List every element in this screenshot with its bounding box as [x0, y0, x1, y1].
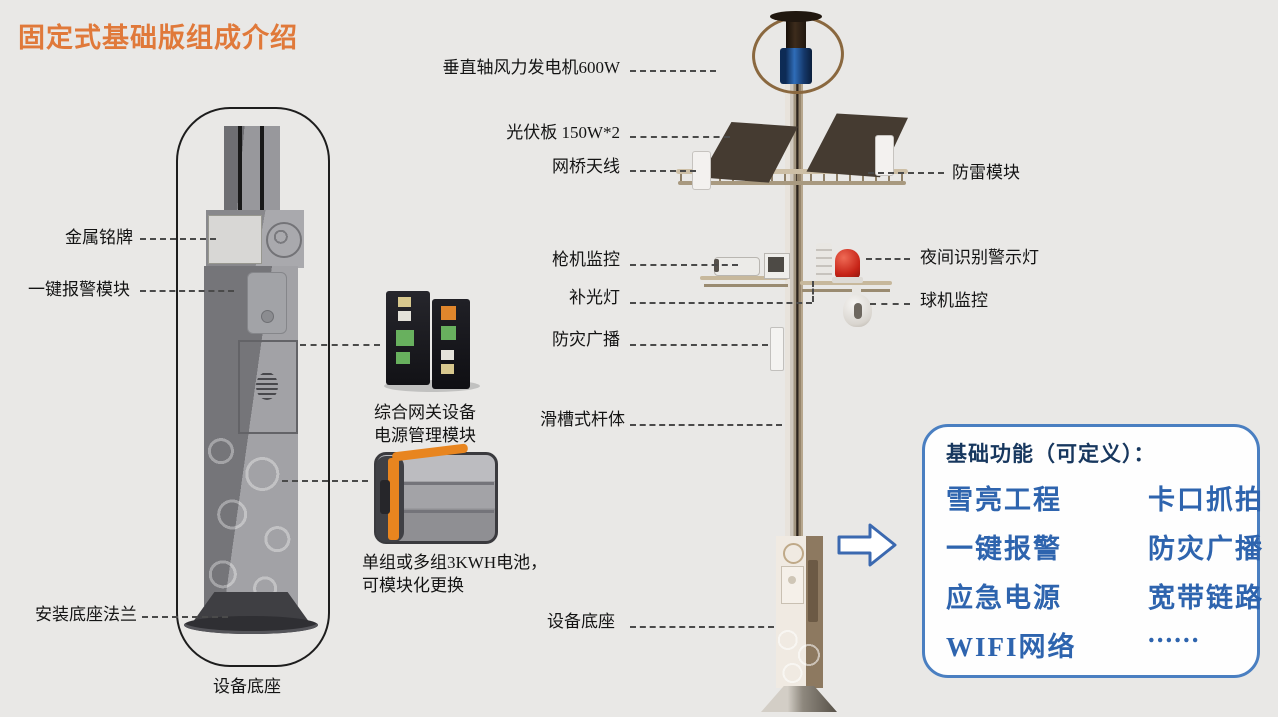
battery-strap-front	[388, 458, 399, 540]
battery-caption-line2: 可模块化更换	[362, 576, 464, 595]
bollard-base-caption: 设备底座	[213, 677, 281, 696]
bollard-post-groove	[238, 126, 242, 218]
gateway-leader	[300, 344, 380, 346]
fill-light-leader	[630, 302, 812, 304]
solar-rail-ticks	[680, 174, 904, 182]
metal-nameplate	[208, 215, 262, 264]
solar-label: 光伏板 150W*2	[506, 123, 620, 142]
camera-arm-right	[800, 281, 892, 285]
nameplate-label: 金属铭牌	[65, 228, 133, 247]
function-item: 一键报警	[946, 534, 1062, 564]
fill-light-label: 补光灯	[569, 288, 620, 307]
bullet-camera	[714, 257, 760, 276]
ethernet-port	[441, 350, 454, 360]
ethernet-port	[398, 311, 411, 321]
flange-leader	[142, 616, 228, 618]
bullet-leader	[630, 264, 738, 266]
alarm-leader	[140, 290, 234, 292]
wind-turbine-generator	[780, 48, 812, 84]
wind-turbine-cap	[770, 11, 822, 22]
battery-rib	[392, 510, 494, 513]
function-item: 卡口抓拍	[1148, 485, 1264, 515]
nameplate-leader	[140, 238, 216, 240]
flange-label: 安装底座法兰	[35, 605, 137, 624]
dome-leader	[870, 303, 910, 305]
function-item: 应急电源	[946, 583, 1062, 613]
bridge-leader	[630, 170, 696, 172]
bollard-top-post	[224, 126, 280, 218]
pole-body-label: 滑槽式杆体	[540, 410, 625, 429]
function-item: 雪亮工程	[946, 485, 1062, 515]
night-light-label: 夜间识别警示灯	[920, 248, 1039, 267]
camera-arm-right-lower	[802, 289, 890, 292]
terminal-block	[441, 326, 456, 340]
gateway-caption-line1: 综合网关设备	[374, 403, 476, 422]
warning-beacon-base	[832, 277, 863, 283]
camera-arm-left-lower	[704, 284, 788, 287]
solar-rail-bottom	[678, 181, 906, 185]
broadcast-speaker	[770, 327, 784, 371]
bridge-label: 网桥天线	[552, 157, 620, 176]
battery-caption-line1: 单组或多组3KWH电池，	[362, 553, 548, 572]
bollard-outline	[176, 107, 330, 667]
warning-beacon-dome	[835, 249, 860, 278]
speaker-grille	[256, 372, 278, 400]
solar-leader	[630, 136, 730, 138]
base-cabinet-side-door	[808, 560, 818, 622]
base-cabinet-swirl	[776, 628, 823, 688]
dome-camera-bracket	[852, 285, 861, 296]
bollard-base-plate	[184, 616, 318, 634]
terminal-block	[441, 306, 456, 320]
function-item: ......	[1148, 618, 1201, 648]
pole-shaft	[785, 82, 803, 544]
base-cabinet-emblem	[783, 543, 804, 564]
terminal-block	[396, 352, 410, 364]
functions-box-header: 基础功能（可定义）：	[946, 442, 1156, 466]
functions-box	[922, 424, 1260, 678]
bullet-label: 枪机监控	[552, 250, 620, 269]
ethernet-port	[398, 297, 411, 307]
broadcast-leader	[630, 344, 768, 346]
wind-label: 垂直轴风力发电机600W	[442, 58, 620, 77]
base-cabinet-button	[788, 576, 796, 584]
arrow-right-icon	[836, 520, 898, 570]
wind-turbine-shaft	[786, 16, 806, 52]
camera-arm-left	[700, 276, 788, 280]
bridge-antenna-right	[875, 135, 894, 176]
pole-base-label: 设备底座	[547, 612, 615, 631]
dome-label: 球机监控	[920, 291, 988, 310]
battery-latch	[380, 480, 390, 514]
gateway-caption-line2: 电源管理模块	[374, 426, 476, 445]
solar-rail-top	[676, 169, 908, 174]
fill-light-face	[768, 257, 784, 272]
base-skirt	[761, 686, 837, 712]
alarm-button	[261, 310, 274, 323]
fill-light-leader-vertical	[812, 281, 814, 302]
wind-leader	[630, 70, 716, 72]
lightning-leader	[868, 172, 944, 174]
terminal-block	[396, 330, 414, 346]
pole-base-leader	[630, 626, 774, 628]
lightning-label: 防雷模块	[952, 163, 1020, 182]
page-title: 固定式基础版组成介绍	[18, 23, 298, 53]
bollard-emblem	[266, 222, 302, 258]
bollard-post-groove	[260, 126, 264, 218]
night-light-leader	[866, 258, 910, 260]
alarm-label: 一键报警模块	[28, 280, 130, 299]
speaker-panel	[238, 340, 298, 434]
sensor-stack	[816, 243, 832, 281]
battery-leader	[282, 480, 368, 482]
function-item: 防灾广播	[1148, 534, 1264, 564]
bollard-swirl-pattern	[204, 430, 298, 606]
ethernet-port	[441, 364, 454, 374]
dome-camera-lens	[854, 303, 862, 319]
broadcast-label: 防灾广播	[552, 330, 620, 349]
battery-rib	[392, 482, 494, 485]
function-item: 宽带链路	[1148, 583, 1264, 613]
base-cabinet-panel	[781, 566, 804, 604]
pole-body-leader	[630, 424, 782, 426]
function-item: WIFI网络	[946, 632, 1077, 662]
alarm-module-panel	[247, 272, 287, 334]
